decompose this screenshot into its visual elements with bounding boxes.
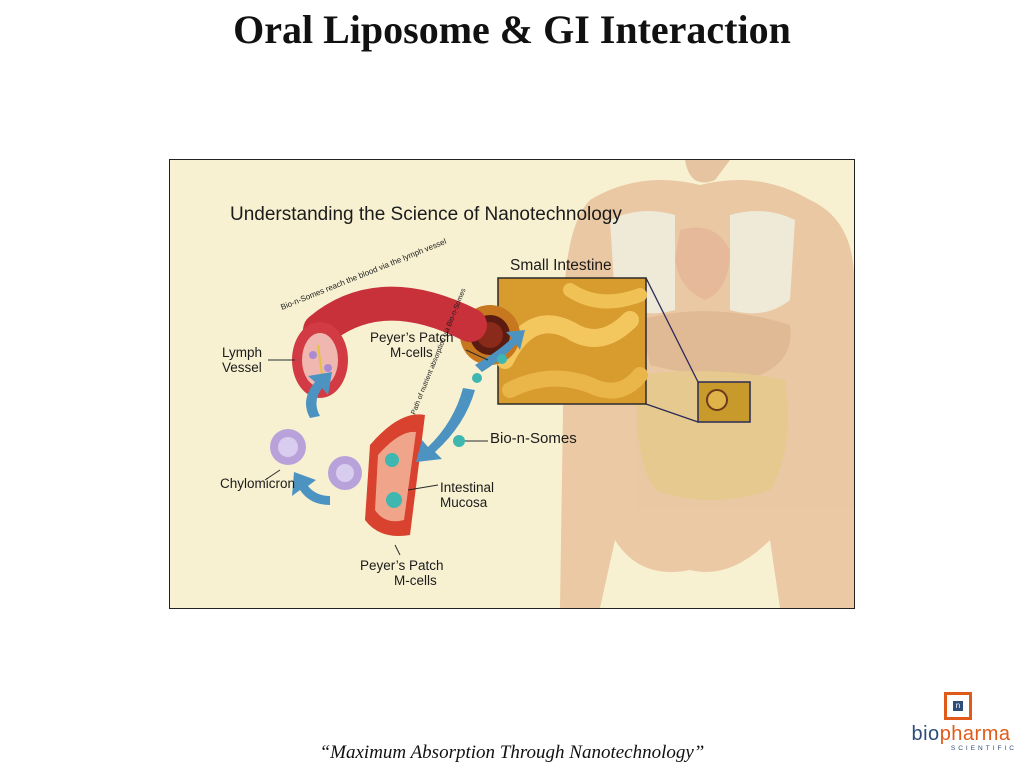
label-intestinal-mucosa: Intestinal Mucosa <box>440 480 494 510</box>
chylomicron-spheres <box>270 429 362 490</box>
label-lymph-line2: Vessel <box>222 360 262 375</box>
label-lymph-line1: Lymph <box>222 345 263 360</box>
logo-subtitle: SCIENTIFIC <box>950 745 1017 752</box>
zoom-callout <box>645 277 751 423</box>
label-peyers-top-line2: M-cells <box>390 345 433 360</box>
leader-lines <box>264 349 489 556</box>
logo-word-pharma: pharma <box>939 723 1011 745</box>
logo-wordmark: biopharma <box>905 723 1017 746</box>
label-bionsomes: Bio-n-Somes <box>490 430 577 447</box>
label-lymph-vessel: Lymph Vessel <box>222 345 262 375</box>
flow-arrows <box>292 330 525 505</box>
label-bionsomes-text: Bio-n-Somes <box>490 430 577 447</box>
logo-word-bio: bio <box>911 723 940 745</box>
biopharma-logo: n biopharma SCIENTIFIC <box>905 692 1017 756</box>
slide-title: Oral Liposome & GI Interaction <box>233 7 791 52</box>
logo-mark-letter: n <box>953 701 963 711</box>
label-chylomicron: Chylomicron <box>220 476 296 491</box>
label-mucosa-line1: Intestinal <box>440 480 495 495</box>
logo-mark-icon: n <box>944 692 972 720</box>
label-peyers-bottom-line2: M-cells <box>394 573 437 588</box>
small-intestine-closeup <box>460 277 648 405</box>
slide-tagline: “Maximum Absorption Through Nanotechnolo… <box>319 742 705 763</box>
label-peyers-top-line1: Peyer’s Patch <box>370 330 454 345</box>
label-small-intestine: Small Intestine <box>510 257 612 274</box>
figure-heading: Understanding the Science of Nanotechnol… <box>230 204 622 225</box>
intestinal-mucosa <box>365 414 425 536</box>
lymph-vessel <box>292 286 487 398</box>
label-peyers-patch-top: Peyer’s Patch M-cells <box>370 330 454 360</box>
label-peyers-patch-bottom: Peyer’s Patch M-cells <box>360 558 444 588</box>
anatomy-illustration: Bio-n-Somes reach the blood via the lymp… <box>264 160 854 608</box>
bionsome-dots <box>453 354 507 447</box>
nanotechnology-figure: Bio-n-Somes reach the blood via the lymp… <box>169 159 855 609</box>
label-mucosa-line2: Mucosa <box>440 495 488 510</box>
label-peyers-bottom-line1: Peyer’s Patch <box>360 558 444 573</box>
